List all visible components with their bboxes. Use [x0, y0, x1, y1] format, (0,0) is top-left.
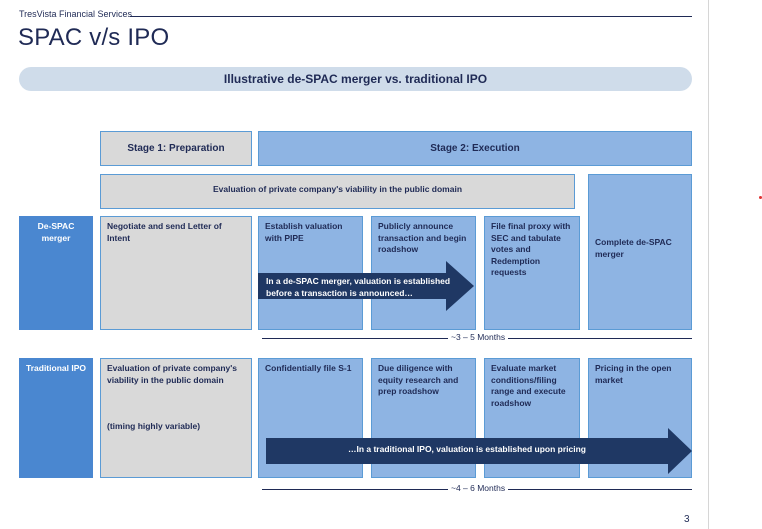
despac-arrow-icon — [258, 261, 474, 311]
stage1-header: Stage 1: Preparation — [100, 131, 252, 166]
ipo-arrow-icon — [266, 428, 692, 474]
page-number: 3 — [684, 514, 690, 525]
ipo-timeline-label: ~4 – 6 Months — [448, 483, 509, 493]
slide-title: SPAC v/s IPO — [18, 24, 170, 51]
ipo-arrow-text: …In a traditional IPO, valuation is esta… — [347, 444, 587, 454]
ipo-row-label: Traditional IPO — [19, 358, 93, 478]
red-dot-marker — [759, 196, 762, 199]
stage2-header: Stage 2: Execution — [258, 131, 692, 166]
despac-timeline-label: ~3 – 5 Months — [448, 332, 509, 342]
subtitle-banner: Illustrative de-SPAC merger vs. traditio… — [19, 67, 692, 91]
ipo-step-evaluation-text: Evaluation of private company's viabilit… — [107, 363, 238, 385]
despac-step-proxy: File final proxy with SEC and tabulate v… — [484, 216, 580, 330]
despac-step-complete: Complete de-SPAC merger — [588, 174, 692, 330]
despac-arrow-text: In a de-SPAC merger, valuation is establ… — [266, 276, 451, 298]
slide: TresVista Financial Services SPAC v/s IP… — [18, 0, 709, 529]
company-name: TresVista Financial Services — [19, 9, 133, 19]
evaluation-bar: Evaluation of private company's viabilit… — [100, 174, 575, 209]
despac-step-loi: Negotiate and send Letter of Intent — [100, 216, 252, 330]
ipo-step-timing-note: (timing highly variable) — [107, 421, 201, 431]
despac-row-label: De-SPAC merger — [19, 216, 93, 330]
ipo-step-evaluation: Evaluation of private company's viabilit… — [100, 358, 252, 478]
header-rule — [130, 16, 692, 17]
